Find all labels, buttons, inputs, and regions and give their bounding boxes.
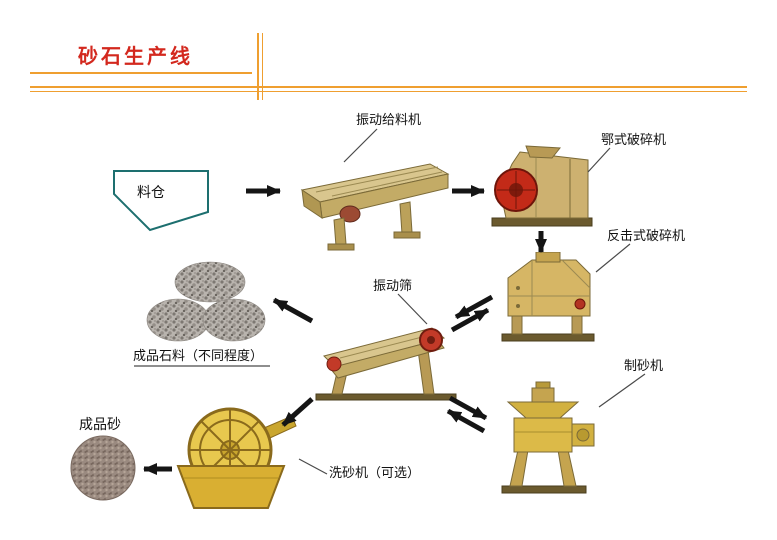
sand-washer-label: 洗砂机（可选） xyxy=(329,465,421,480)
arrow-screen-to-stone xyxy=(272,297,314,324)
jaw-crusher-illustration xyxy=(491,145,593,227)
feeder-label: 振动给料机 xyxy=(356,112,422,127)
header-vertical-rule-1 xyxy=(257,33,259,100)
vibrating-feeder-illustration xyxy=(300,163,450,251)
finished-sand-label: 成品砂 xyxy=(79,416,121,432)
impact-crusher-label: 反击式破碎机 xyxy=(607,228,686,243)
header-vertical-rule-2 xyxy=(262,33,263,100)
leader-washer-label xyxy=(298,458,328,475)
page-title: 砂石生产线 xyxy=(78,46,193,68)
header-rule-top xyxy=(30,86,747,88)
sand-maker-illustration xyxy=(501,381,595,494)
finished-stone-piles xyxy=(146,261,266,342)
impact-crusher-illustration xyxy=(501,252,595,342)
jaw-crusher-label: 鄂式破碎机 xyxy=(601,132,667,147)
vibrating-screen-illustration xyxy=(315,327,457,401)
finished-stone-label: 成品石料（不同程度） xyxy=(133,348,264,363)
title-underline xyxy=(30,72,252,74)
hopper-label: 料仓 xyxy=(137,184,165,200)
header-rule-bottom xyxy=(30,91,747,92)
leader-sandmaker-label xyxy=(598,373,646,408)
arrow-sandmaker-to-screen xyxy=(446,408,486,434)
vibrating-screen-label: 振动筛 xyxy=(373,278,413,293)
sand-maker-label: 制砂机 xyxy=(624,358,664,373)
hopper-shape xyxy=(113,170,209,232)
sand-washer-illustration xyxy=(176,407,297,509)
finished-sand-pile xyxy=(70,435,136,501)
